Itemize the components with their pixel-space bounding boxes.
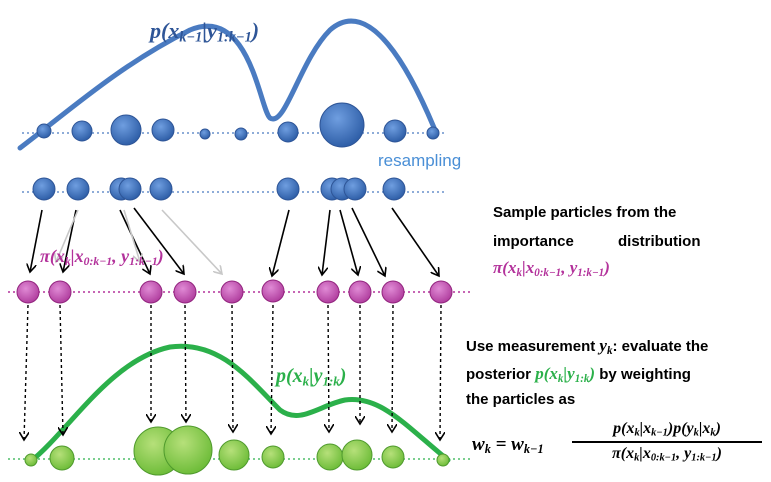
posterior-density-curve (27, 343, 451, 465)
particle (218, 439, 250, 471)
arrow (271, 304, 273, 434)
particle (381, 445, 405, 469)
particle (276, 177, 300, 201)
particle (277, 121, 299, 143)
measure-text-2a: posterior (466, 366, 532, 383)
prior-density-curve (17, 18, 438, 151)
weight-equation-fraction: p(xk|xk−1)p(yk|xk) π(xk|x0:k−1, y1:k−1) (572, 420, 762, 463)
particle (234, 127, 248, 141)
measure-text-2b: by weighting (599, 366, 691, 383)
arrow (30, 209, 43, 272)
arrow (391, 207, 439, 276)
particle (381, 280, 405, 304)
particle (66, 177, 90, 201)
sample-text-line2b: distribution (618, 233, 701, 250)
weight-equation-lhs: wk = wk−1 (472, 434, 544, 457)
posterior-label: p(xk|y1:k) (276, 365, 347, 389)
arrow (272, 209, 290, 276)
measure-text-1a: Use measurement (466, 338, 596, 355)
arrow (322, 209, 331, 275)
particle (429, 280, 453, 304)
measure-text-line1: Use measurement yk: evaluate the (466, 337, 708, 357)
particle (341, 439, 373, 471)
particle (343, 177, 367, 201)
arrow (232, 304, 233, 432)
particle (48, 280, 72, 304)
particle (348, 280, 372, 304)
sample-text-line1: Sample particles from the (493, 204, 677, 221)
particle (110, 114, 142, 146)
resampling-label: resampling (378, 151, 462, 170)
particle (163, 425, 213, 475)
arrow (56, 209, 79, 262)
row4-particles (24, 425, 450, 476)
sample-formula: π(xk|x0:k−1, y1:k−1) (493, 258, 610, 279)
particle (382, 177, 406, 201)
particle (71, 120, 93, 142)
arrow (24, 304, 28, 440)
measure-posterior: p(xk|y1:k) (535, 364, 596, 385)
particle (436, 453, 450, 467)
measure-text-1b: : evaluate the (612, 338, 709, 355)
arrow (119, 209, 150, 274)
weight-numerator: p(xk|xk−1)p(yk|xk) (572, 420, 762, 443)
particle (199, 128, 211, 140)
particle (261, 279, 285, 303)
arrow (440, 304, 441, 440)
weighting-arrows (24, 304, 441, 440)
arrow (123, 209, 140, 262)
particle (383, 119, 407, 143)
arrow (351, 207, 385, 276)
particle (173, 280, 197, 304)
measure-text-line2: posterior p(xk|y1:k) by weighting (466, 365, 691, 385)
particle (24, 453, 38, 467)
particle (36, 123, 52, 139)
particle (149, 177, 173, 201)
sample-text-line2a: importance (493, 233, 574, 250)
row1-particles (36, 102, 440, 148)
particle (261, 445, 285, 469)
particle (220, 280, 244, 304)
particle (49, 445, 75, 471)
measure-yk: yk (599, 336, 613, 357)
arrow (185, 304, 186, 422)
particle (316, 443, 344, 471)
proposal-label: π(xk|x0:k−1, y1:k−1) (40, 246, 164, 268)
particle (426, 126, 440, 140)
particle (319, 102, 365, 148)
arrow (133, 207, 184, 274)
particle (139, 280, 163, 304)
particle (118, 177, 142, 201)
prior-label: p(xk−1|y1:k−1) (150, 18, 260, 46)
row3-particles (16, 279, 453, 304)
measure-text-line3: the particles as (466, 391, 576, 408)
weight-denominator: π(xk|x0:k−1, y1:k−1) (612, 444, 722, 464)
row2-particles (32, 177, 406, 201)
propagation-arrows-grey (56, 209, 222, 274)
particle (151, 118, 175, 142)
propagation-arrows (30, 207, 439, 276)
particle (16, 280, 40, 304)
arrow (339, 209, 358, 275)
particle (32, 177, 56, 201)
arrow (60, 304, 63, 435)
arrow (161, 209, 222, 274)
particle (316, 280, 340, 304)
